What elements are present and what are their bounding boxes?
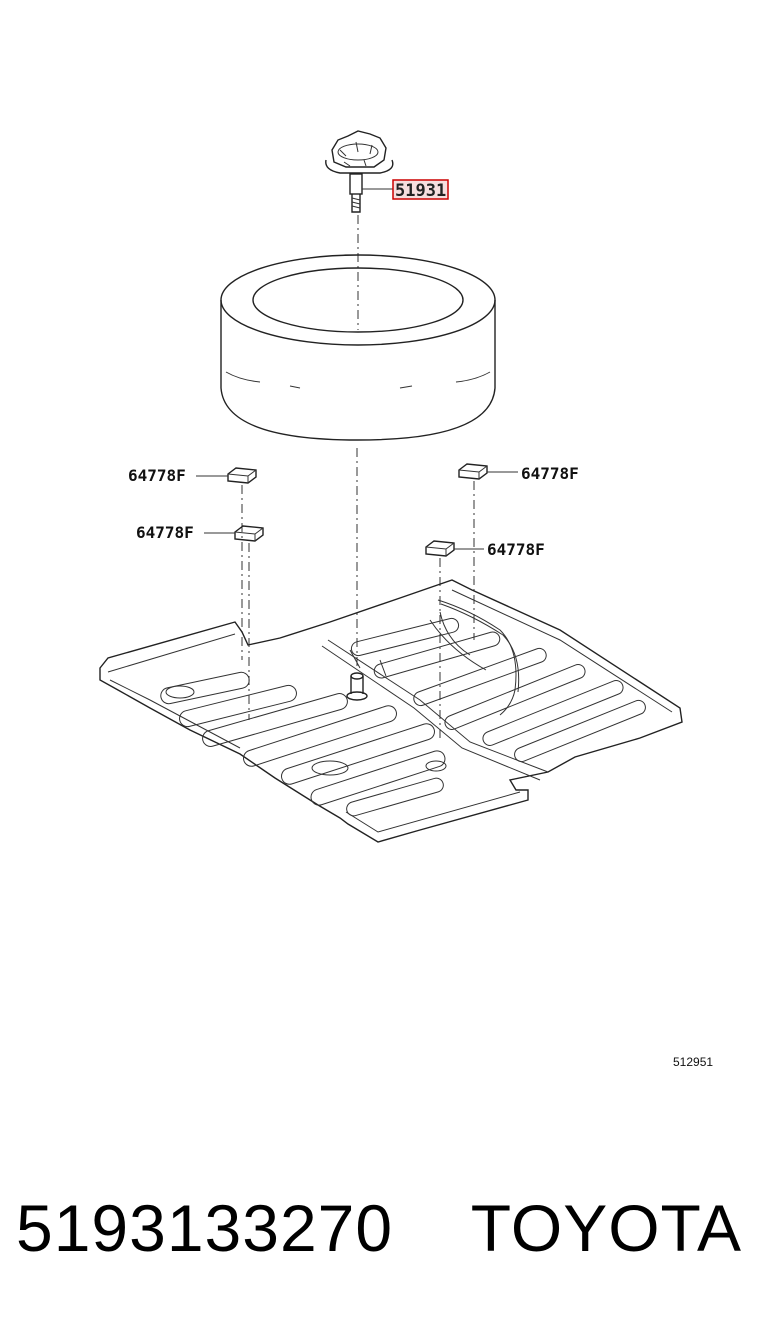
spare-tire-stud (346, 672, 368, 701)
pad-left-upper (196, 467, 257, 660)
hold-down-bolt (325, 130, 394, 213)
right-ribs (349, 617, 646, 763)
spare-tire (220, 254, 496, 441)
part-number: 5193133270 (16, 1191, 394, 1265)
left-ribs (160, 671, 447, 817)
wire-harness (437, 599, 517, 716)
pad-right-lower (425, 540, 484, 738)
luggage-floor-pan (99, 579, 683, 843)
pad-right-upper (458, 463, 518, 640)
illustration-ref-number: 512951 (673, 1055, 713, 1069)
pad-left-lower (204, 525, 264, 720)
callout-label-clip-left-lower: 64778F (136, 523, 194, 542)
callout-51931[interactable]: 51931 (392, 179, 449, 201)
callout-label-clip-right-upper: 64778F (521, 464, 579, 483)
brand-name: TOYOTA (470, 1191, 742, 1265)
highlight-box (392, 179, 449, 200)
footer: 5193133270 TOYOTA (0, 1190, 760, 1280)
callout-label-clip-left-upper: 64778F (128, 466, 186, 485)
callout-label-clip-right-lower: 64778F (487, 540, 545, 559)
callout-label-bolt: 51931 (395, 181, 446, 201)
